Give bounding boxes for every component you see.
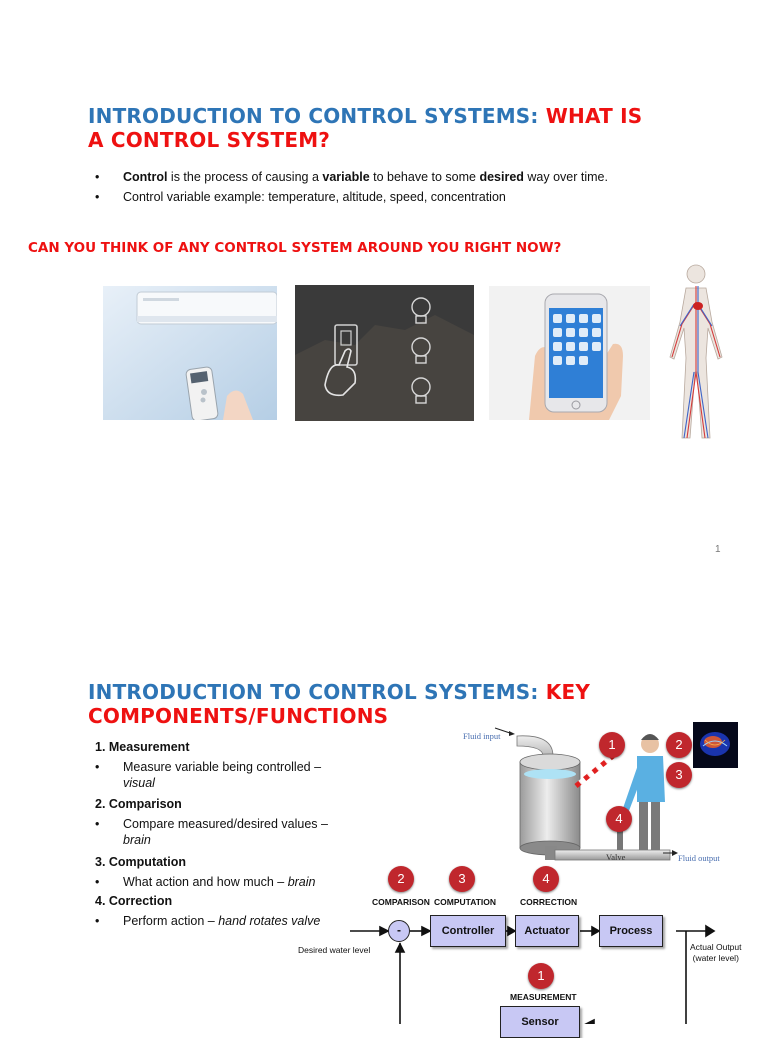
process-block: Process [599,915,663,947]
block-diagram-lines [350,924,716,1024]
air-conditioner-image [103,286,277,420]
computation-label: COMPUTATION [434,897,497,907]
steps-list: 1. Measurement • Measure variable being … [95,740,328,928]
valve-label: Valve [606,852,626,862]
comparison-label: COMPARISON [372,897,430,907]
circulatory-system-image [656,262,736,442]
step-badge: 4 [606,806,632,832]
step-badge: 2 [388,866,414,892]
slide-2-title: INTRODUCTION TO CONTROL SYSTEMS: KEY COM… [88,680,591,728]
bullet-item: • Control is the process of causing a va… [95,170,608,184]
light-switch-image [295,285,474,421]
step-badge: 4 [533,866,559,892]
step-badge: 1 [528,963,554,989]
page-number: 1 [715,544,721,555]
step-badge: 1 [599,732,625,758]
step-heading: 4. Correction [95,894,173,908]
step-badge: 2 [666,732,692,758]
measurement-label: MEASUREMENT [510,992,577,1002]
step-desc: Compare measured/desired values –brain [123,817,328,847]
tank-illustration [494,727,678,861]
actual-output-label: Actual Output (water level) [690,942,742,963]
correction-label: CORRECTION [520,897,578,907]
smartphone-image [489,286,650,420]
fluid-input-label: Fluid input [463,731,501,741]
step-heading: 1. Measurement [95,740,190,754]
slide-1-bullets: • Control is the process of causing a va… [95,167,715,211]
step-heading: 2. Comparison [95,797,182,811]
actuator-block: Actuator [515,915,579,947]
slide-1-title: INTRODUCTION TO CONTROL SYSTEMS: WHAT IS… [88,104,643,152]
step-heading: 3. Computation [95,855,186,869]
step-desc: Measure variable being controlled –visua… [123,760,322,790]
step-desc: Perform action – hand rotates valve [123,914,321,928]
step-badge: 3 [449,866,475,892]
brain-image [693,722,738,768]
summing-junction: - [388,920,410,942]
step-badge: 3 [666,762,692,788]
step-desc: What action and how much – brain [123,875,316,889]
slide-1-question: CAN YOU THINK OF ANY CONTROL SYSTEM AROU… [28,240,562,256]
fluid-output-label: Fluid output [678,853,720,863]
controller-block: Controller [430,915,506,947]
bullet-item: • Control variable example: temperature,… [95,190,506,204]
desired-level-label: Desired water level [298,945,371,955]
sensor-block: Sensor [500,1006,580,1038]
